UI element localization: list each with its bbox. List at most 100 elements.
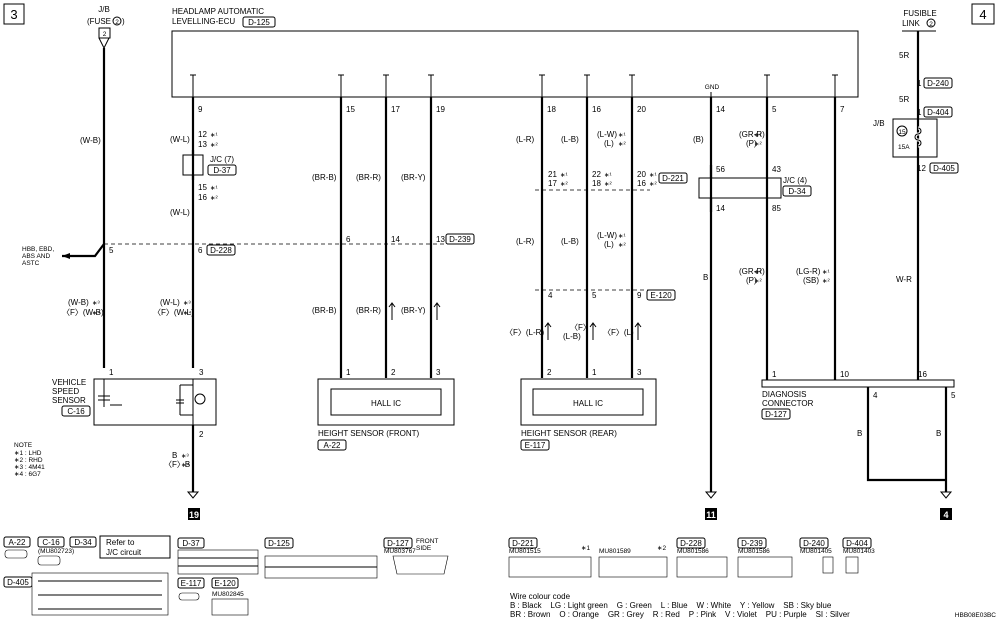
svg-text:C-16: C-16 [42,538,60,547]
svg-text:5R: 5R [899,95,909,104]
svg-text:D-405: D-405 [7,578,29,587]
svg-text:5: 5 [772,105,777,114]
svg-text:(L-B): (L-B) [561,135,579,144]
svg-text:D-37: D-37 [182,539,200,548]
svg-text:43: 43 [772,165,781,174]
svg-text:∗1: ∗1 [581,545,590,552]
svg-text:D-240: D-240 [927,79,949,88]
svg-text:MU801405: MU801405 [800,548,832,555]
svg-text:1: 1 [592,368,597,377]
svg-text:〈F〉(L): 〈F〉(L) [603,328,634,337]
svg-text:22: 22 [592,170,601,179]
svg-text:2: 2 [103,31,107,38]
svg-text:GND: GND [705,84,720,91]
svg-text:J/B: J/B [873,119,885,128]
svg-text:∗2: ∗2 [657,545,666,552]
svg-text:15: 15 [346,105,355,114]
svg-text:E-117: E-117 [181,579,202,588]
svg-text:A-22: A-22 [9,538,26,547]
svg-text:(BR-B): (BR-B) [312,173,337,182]
svg-text:13: 13 [436,235,445,244]
svg-text:Wire colour code: Wire colour code [510,592,571,601]
svg-text:B: B [703,273,708,282]
svg-text:∗¹: ∗¹ [822,269,830,276]
page-marker-right: 4 [971,3,995,25]
svg-text:(GR-R): (GR-R) [739,130,765,139]
svg-text:4: 4 [979,7,986,22]
svg-text:(B): (B) [693,135,704,144]
svg-text:∗¹: ∗¹ [618,132,626,139]
svg-text:∗¹: ∗¹ [604,172,612,179]
svg-text:BR : Brown O : Orange GR: BR : Brown O : Orange GR : Grey R : Red … [510,610,850,619]
svg-text:〈F〉B: 〈F〉B [164,460,190,469]
svg-text:MU801586: MU801586 [677,548,709,555]
svg-text:14: 14 [716,105,725,114]
svg-text:∗²: ∗² [210,195,218,202]
svg-text:MU801589: MU801589 [599,548,631,555]
fusible-link-feed: FUSIBLE LINK 2 5R 1 D-240 5R 1 D-404 J/B… [873,9,959,380]
svg-text:VEHICLE: VEHICLE [52,378,86,387]
svg-text:6: 6 [198,246,203,255]
svg-text:MU801586: MU801586 [738,548,770,555]
svg-text:D-404: D-404 [927,108,949,117]
speed-sensor-circuit: (W-L) 12 13 ∗¹ ∗² J/C (7) D-37 15 16 ∗¹ … [22,48,460,368]
svg-text:19: 19 [436,105,445,114]
svg-text:D-127: D-127 [765,410,787,419]
svg-text:HEIGHT SENSOR (FRONT): HEIGHT SENSOR (FRONT) [318,429,420,438]
svg-text:E-120: E-120 [214,579,236,588]
svg-text:(FUSE: (FUSE [87,17,111,26]
svg-text:∗³: ∗³ [183,300,191,307]
svg-text:3: 3 [10,7,17,22]
svg-text:J/C (4): J/C (4) [783,176,807,185]
svg-text:18: 18 [592,179,601,188]
svg-text:3: 3 [199,368,204,377]
svg-text:J/C circuit: J/C circuit [106,548,142,557]
svg-text:(L-B): (L-B) [561,237,579,246]
svg-text:15: 15 [898,129,906,136]
svg-text:D-228: D-228 [680,539,702,548]
svg-text:4: 4 [943,510,948,520]
svg-text:D-34: D-34 [788,187,806,196]
svg-text:∗¹: ∗¹ [618,233,626,240]
svg-text:〈F〉(W-B): 〈F〉(W-B) [62,308,104,317]
svg-text:D-125: D-125 [248,18,270,27]
svg-text:∗⁴: ∗⁴ [181,462,189,469]
svg-text:(SB): (SB) [803,276,819,285]
svg-text:∗4 : 6G7: ∗4 : 6G7 [14,471,41,478]
svg-text:(W-L): (W-L) [170,135,190,144]
svg-text:HALL IC: HALL IC [371,399,401,408]
svg-text:B: B [172,451,177,460]
svg-text:3: 3 [436,368,441,377]
svg-text:HALL IC: HALL IC [573,399,603,408]
svg-text:C-16: C-16 [67,407,85,416]
svg-text:(P): (P) [746,139,757,148]
svg-text:D-37: D-37 [213,166,231,175]
svg-text:SPEED: SPEED [52,387,79,396]
svg-text:4: 4 [548,291,553,300]
svg-text:∗2 : RHD: ∗2 : RHD [14,457,43,464]
svg-text:NOTE: NOTE [14,442,33,449]
svg-text:SIDE: SIDE [416,545,432,552]
svg-text:D-221: D-221 [512,539,534,548]
vehicle-speed-sensor: 1 3 2 VEHICLE SPEED SENSOR C-16 B 〈F〉B ∗… [52,368,217,520]
note: NOTE ∗1 : LHD ∗2 : RHD ∗3 : 4M41 ∗4 : 6G… [14,442,45,478]
svg-text:DIAGNOSIS: DIAGNOSIS [762,390,806,399]
svg-text:2: 2 [115,19,119,26]
svg-text:9: 9 [198,105,203,114]
svg-text:(BR-B): (BR-B) [312,306,337,315]
svg-text:∗²: ∗² [754,141,762,148]
ecu-ground-circuit: (B) 56 14 B 11 [693,97,782,520]
connector-views: A-22 C-16 D-34 Refer to J/C circuit (MU8… [3,535,875,616]
svg-text:J/C (7): J/C (7) [210,155,234,164]
svg-text:12: 12 [917,164,926,173]
svg-text:(L-B): (L-B) [563,332,581,341]
svg-text:20: 20 [637,170,646,179]
svg-text:11: 11 [706,510,716,520]
svg-text:5R: 5R [899,51,909,60]
svg-text:∗²: ∗² [754,278,762,285]
svg-text:∗²: ∗² [822,278,830,285]
svg-text:〈F〉: 〈F〉 [570,323,591,332]
svg-text:∗²: ∗² [560,181,568,188]
svg-text:∗¹: ∗¹ [649,172,657,179]
svg-text:16: 16 [198,193,207,202]
